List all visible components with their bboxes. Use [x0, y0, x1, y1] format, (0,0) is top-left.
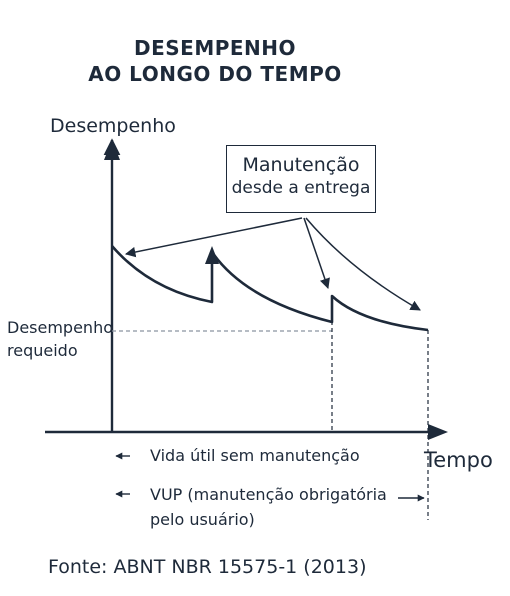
useful-life-label: Vida útil sem manutenção: [150, 446, 360, 465]
vup-label-line1: VUP (manutenção obrigatória: [150, 485, 387, 504]
callout-line-2: desde a entrega: [231, 178, 371, 198]
maintenance-callout: Manutenção desde a entrega: [226, 145, 376, 213]
source-caption: Fonte: ABNT NBR 15575-1 (2013): [48, 556, 367, 578]
callout-arrow-3: [305, 217, 421, 311]
y-axis-arrowhead: [104, 140, 120, 160]
title-line-1: DESEMPENHO: [133, 36, 297, 60]
callout-arrow-2: [303, 217, 330, 289]
recovery-arrowhead: [205, 246, 219, 264]
callout-line-1: Manutenção: [242, 154, 360, 176]
y-axis-label: Desempenho: [50, 115, 176, 137]
callout-arrow-1: [124, 217, 303, 258]
x-axis-arrowhead: [428, 424, 448, 440]
required-level-label-line2: requeido: [7, 341, 78, 360]
performance-curve: [111, 245, 429, 332]
x-axis-label: Tempo: [424, 448, 493, 472]
vup-label-line2: pelo usuário): [150, 510, 255, 529]
title-line-2: AO LONGO DO TEMPO: [88, 62, 342, 86]
required-level-label-line1: Desempenho: [7, 318, 113, 337]
